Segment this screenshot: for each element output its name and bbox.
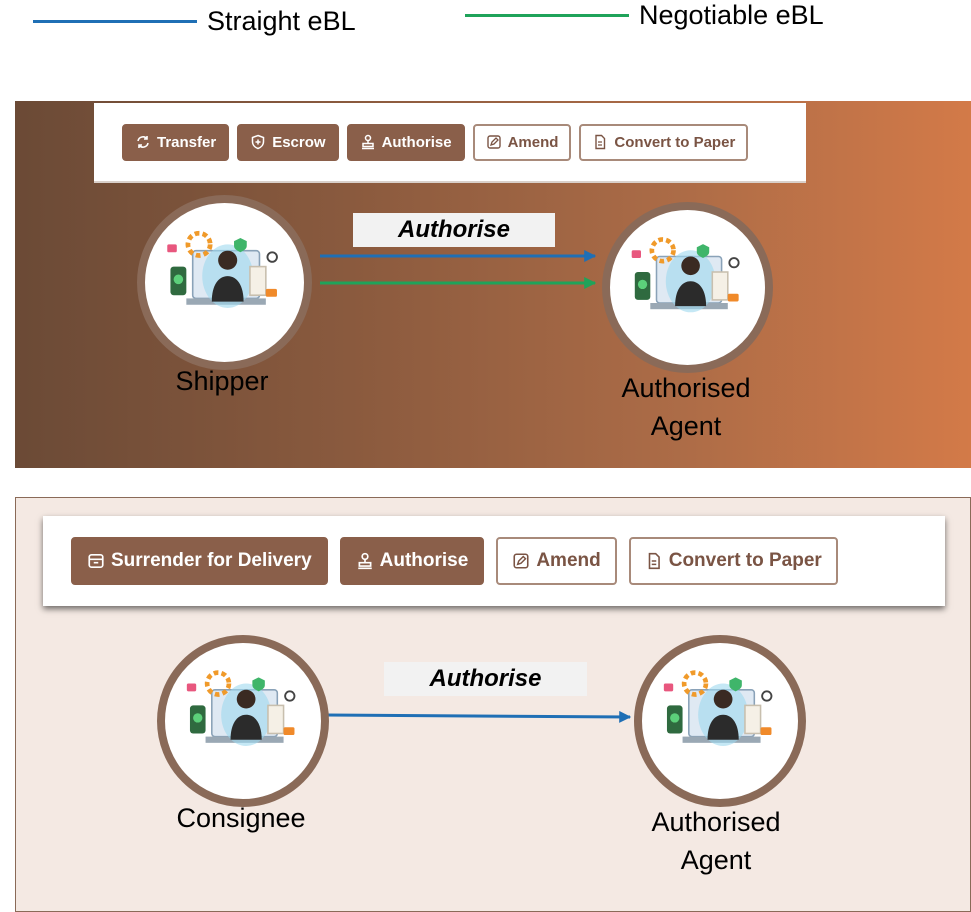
panel-straight-and-negotiable: Transfer Escrow Authorise Amend Convert … xyxy=(15,101,971,468)
edit-icon xyxy=(512,552,530,570)
shipper-avatar xyxy=(137,195,312,370)
document-icon xyxy=(645,552,663,570)
transfer-button[interactable]: Transfer xyxy=(122,123,230,161)
convert-label: Convert to Paper xyxy=(614,133,736,151)
stamp-icon xyxy=(360,134,376,150)
escrow-label: Escrow xyxy=(272,133,326,151)
amend-label: Amend xyxy=(507,133,559,151)
authorised-agent-label-line1: Authorised xyxy=(651,807,781,837)
escrow-button[interactable]: Escrow xyxy=(237,123,339,161)
transfer-icon xyxy=(135,134,151,150)
amend-button[interactable]: Amend xyxy=(496,537,617,585)
amend-label: Amend xyxy=(536,550,601,571)
document-icon xyxy=(592,134,608,150)
agent-illustration-icon xyxy=(631,237,740,313)
authorised-agent-label: Authorised Agent xyxy=(586,370,786,446)
authorise-label: Authorise xyxy=(381,133,452,151)
arrow-straight-ebl xyxy=(325,710,632,723)
agent-illustration-icon xyxy=(167,230,278,308)
authorised-agent-label-line1: Authorised xyxy=(621,373,751,403)
toolbar-top: Transfer Escrow Authorise Amend Convert … xyxy=(94,103,806,181)
legend-negotiable: Negotiable eBL xyxy=(465,0,824,31)
shield-icon xyxy=(250,134,266,150)
amend-button[interactable]: Amend xyxy=(472,123,572,161)
transfer-label: Transfer xyxy=(157,133,217,151)
convert-to-paper-button[interactable]: Convert to Paper xyxy=(579,123,749,161)
shipper-label: Shipper xyxy=(175,366,269,396)
authorise-label: Authorise xyxy=(379,550,469,571)
archive-box-icon xyxy=(87,552,105,570)
surrender-label: Surrender for Delivery xyxy=(111,550,312,571)
authorise-action-label: Authorise xyxy=(384,662,587,696)
surrender-for-delivery-button[interactable]: Surrender for Delivery xyxy=(71,537,328,585)
legend-line-straight xyxy=(33,20,197,23)
stamp-icon xyxy=(356,552,374,570)
arrows-bottom xyxy=(325,710,632,723)
edit-icon xyxy=(486,134,502,150)
legend-label-straight: Straight eBL xyxy=(207,6,356,36)
legend-line-negotiable xyxy=(465,14,629,17)
authorised-agent-avatar xyxy=(634,635,806,807)
consignee-avatar xyxy=(157,635,329,807)
authorise-button[interactable]: Authorise xyxy=(346,123,465,161)
panel-straight-only: Surrender for Delivery Authorise Amend C… xyxy=(15,497,971,912)
authorised-agent-avatar xyxy=(602,202,773,373)
agent-illustration-icon xyxy=(663,670,773,746)
authorised-agent-label-line2: Agent xyxy=(650,410,722,441)
toolbar-bottom: Surrender for Delivery Authorise Amend C… xyxy=(43,516,945,606)
consignee-label: Consignee xyxy=(176,803,306,833)
arrows-top xyxy=(320,250,597,289)
authorise-button[interactable]: Authorise xyxy=(339,537,485,585)
authorised-agent-label-line2: Agent xyxy=(680,844,752,875)
authorised-agent-label: Authorised Agent xyxy=(616,804,816,880)
agent-illustration-icon xyxy=(186,670,296,746)
convert-to-paper-button[interactable]: Convert to Paper xyxy=(628,537,838,585)
authorise-action-label: Authorise xyxy=(353,213,555,247)
convert-label: Convert to Paper xyxy=(668,550,822,571)
legend-straight: Straight eBL xyxy=(33,6,356,37)
legend-label-negotiable: Negotiable eBL xyxy=(639,0,824,30)
